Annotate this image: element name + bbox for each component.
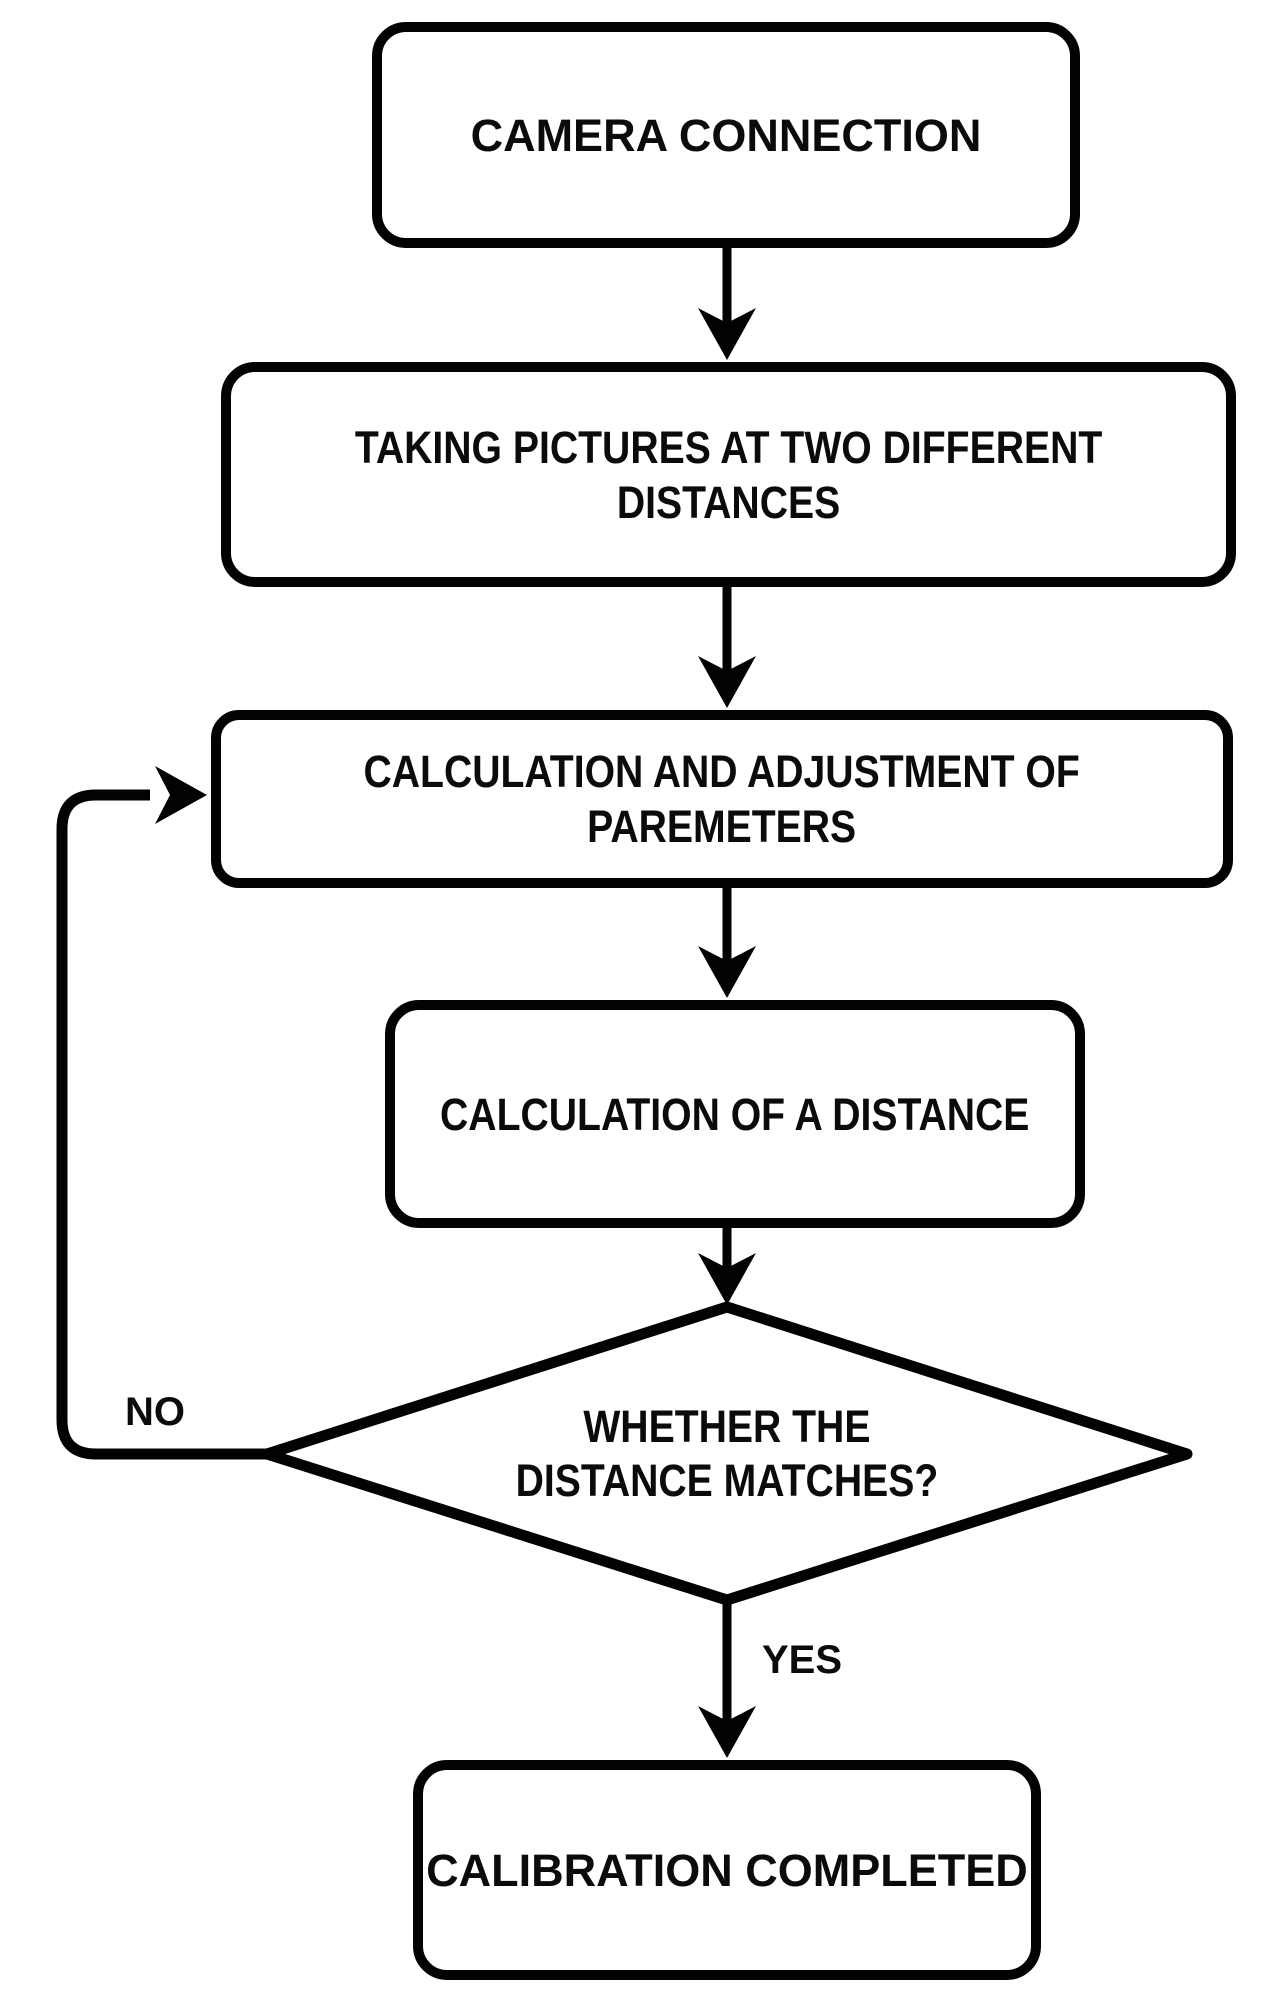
node-taking-pictures-line2: DISTANCES xyxy=(616,476,841,528)
edge-adjustment-to-distance xyxy=(698,886,756,998)
node-camera-connection: CAMERA CONNECTION xyxy=(372,22,1080,248)
edge-pictures-to-adjustment xyxy=(698,585,756,708)
edge-no-loop xyxy=(56,766,271,1460)
node-calculation-adjustment-line1: CALCULATION AND ADJUSTMENT OF xyxy=(363,746,1081,797)
node-taking-pictures: TAKING PICTURES AT TWO DIFFERENT DISTANC… xyxy=(221,362,1236,587)
node-whether-distance-matches-label: WHETHER THE DISTANCE MATCHES? xyxy=(516,1400,939,1508)
node-calculation-distance: CALCULATION OF A DISTANCE xyxy=(385,1000,1085,1228)
edge-label-yes: YES xyxy=(761,1638,843,1682)
decision-line2: DISTANCE MATCHES? xyxy=(515,1455,939,1506)
edge-label-no: NO xyxy=(125,1390,185,1434)
node-taking-pictures-label: TAKING PICTURES AT TWO DIFFERENT DISTANC… xyxy=(355,420,1102,530)
edge-camera-to-pictures xyxy=(698,246,756,360)
edge-distance-to-decision xyxy=(698,1226,756,1305)
node-taking-pictures-line1: TAKING PICTURES AT TWO DIFFERENT xyxy=(354,421,1103,473)
node-calculation-adjustment-line2: PAREMETERS xyxy=(587,801,857,852)
node-calibration-completed-label: CALIBRATION COMPLETED xyxy=(426,1844,1028,1896)
edge-yes xyxy=(698,1598,756,1758)
node-camera-connection-label: CAMERA CONNECTION xyxy=(470,109,982,161)
node-calibration-completed: CALIBRATION COMPLETED xyxy=(413,1760,1041,1980)
node-calculation-distance-label: CALCULATION OF A DISTANCE xyxy=(440,1088,1030,1140)
node-whether-distance-matches: WHETHER THE DISTANCE MATCHES? xyxy=(377,1396,1077,1512)
node-calculation-adjustment: CALCULATION AND ADJUSTMENT OF PAREMETERS xyxy=(211,710,1233,888)
decision-line1: WHETHER THE xyxy=(583,1401,871,1452)
node-calculation-adjustment-label: CALCULATION AND ADJUSTMENT OF PAREMETERS xyxy=(364,744,1080,854)
